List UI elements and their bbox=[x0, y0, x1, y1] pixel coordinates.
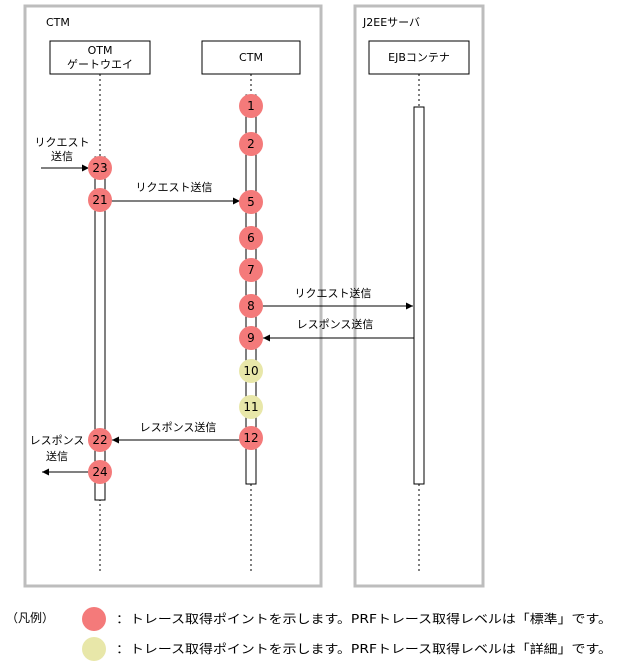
svg-text:リクエスト送信: リクエスト送信 bbox=[136, 180, 213, 194]
svg-text:1: 1 bbox=[247, 99, 255, 113]
ctm-label: CTM bbox=[239, 51, 263, 64]
svg-text:5: 5 bbox=[247, 195, 255, 209]
svg-text:22: 22 bbox=[92, 433, 107, 447]
trace-point-22: 22 bbox=[88, 428, 112, 452]
legend-detail-text: ：トレース取得ポイントを示します。PRFトレース取得レベルは「詳細」です。 bbox=[116, 641, 612, 656]
request-otm-to-ctm: リクエスト送信 bbox=[111, 180, 240, 205]
legend-standard-swatch bbox=[82, 607, 106, 631]
trace-point-24: 24 bbox=[88, 460, 112, 484]
participant-ejb-container: EJBコンテナ bbox=[368, 40, 470, 75]
otm-label-line2: ゲートウエイ bbox=[67, 58, 133, 71]
trace-point-23: 23 bbox=[88, 156, 112, 180]
trace-point-7: 7 bbox=[239, 258, 263, 282]
svg-text:23: 23 bbox=[92, 161, 107, 175]
svg-text:送信: 送信 bbox=[51, 149, 73, 163]
request-ctm-to-ejb: リクエスト送信 bbox=[262, 286, 413, 310]
ejb-activation bbox=[413, 106, 425, 485]
trace-point-1: 1 bbox=[239, 94, 263, 118]
svg-text:7: 7 bbox=[247, 263, 255, 277]
trace-point-11: 11 bbox=[239, 395, 263, 419]
trace-point-10: 10 bbox=[239, 359, 263, 383]
legend: （凡例） ：トレース取得ポイントを示します。PRFトレース取得レベルは「標準」で… bbox=[6, 607, 612, 661]
svg-text:2: 2 bbox=[247, 137, 255, 151]
svg-text:24: 24 bbox=[92, 465, 107, 479]
legend-title: （凡例） bbox=[6, 611, 54, 625]
trace-point-6: 6 bbox=[239, 226, 263, 250]
trace-point-9: 9 bbox=[239, 326, 263, 350]
legend-standard-text: ：トレース取得ポイントを示します。PRFトレース取得レベルは「標準」です。 bbox=[116, 611, 612, 626]
outgoing-response: レスポンス 送信 bbox=[30, 434, 89, 476]
response-ejb-to-ctm: レスポンス送信 bbox=[263, 317, 414, 342]
svg-text:リクエスト送信: リクエスト送信 bbox=[295, 286, 372, 300]
ctm-frame bbox=[23, 4, 323, 588]
svg-text:12: 12 bbox=[243, 431, 258, 445]
svg-text:21: 21 bbox=[92, 193, 107, 207]
svg-text:6: 6 bbox=[247, 231, 255, 245]
incoming-request: リクエスト 送信 bbox=[35, 136, 90, 172]
participant-ctm: CTM bbox=[201, 40, 301, 75]
svg-text:9: 9 bbox=[247, 331, 255, 345]
ctm-frame-label: CTM bbox=[46, 16, 70, 29]
trace-point-2: 2 bbox=[239, 132, 263, 156]
otm-label-line1: OTM bbox=[88, 44, 113, 57]
response-ctm-to-otm: レスポンス送信 bbox=[112, 420, 240, 444]
svg-text:レスポンス送信: レスポンス送信 bbox=[140, 420, 217, 434]
trace-point-21: 21 bbox=[88, 188, 112, 212]
trace-point-12: 12 bbox=[239, 426, 263, 450]
svg-text:レスポンス送信: レスポンス送信 bbox=[297, 317, 374, 331]
svg-text:リクエスト: リクエスト bbox=[35, 136, 90, 149]
svg-text:レスポンス: レスポンス bbox=[30, 434, 85, 447]
trace-point-5: 5 bbox=[239, 190, 263, 214]
svg-text:送信: 送信 bbox=[46, 449, 68, 463]
participant-otm-gateway: OTM ゲートウエイ bbox=[49, 40, 151, 75]
svg-text:10: 10 bbox=[243, 364, 258, 378]
trace-point-8: 8 bbox=[239, 294, 263, 318]
ejb-label: EJBコンテナ bbox=[388, 51, 450, 64]
legend-detail-swatch bbox=[82, 637, 106, 661]
j2ee-server-frame-label: J2EEサーバ bbox=[362, 16, 420, 29]
svg-text:11: 11 bbox=[243, 400, 258, 414]
j2ee-server-frame bbox=[353, 4, 485, 588]
svg-text:8: 8 bbox=[247, 299, 255, 313]
